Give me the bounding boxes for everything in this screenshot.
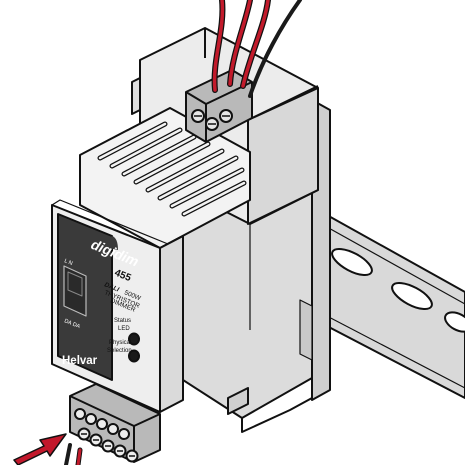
device-top-vents: [79, 107, 251, 249]
terminal-label-top: L N: [63, 258, 73, 267]
plug-wires: [64, 443, 83, 465]
physical-selection-label-1: Physical: [109, 340, 131, 346]
din-rail: [299, 199, 465, 399]
physical-selection-label-2: Selection: [107, 348, 132, 354]
insert-arrow-icon: [13, 433, 67, 465]
plug-terminal: [69, 383, 161, 463]
top-wires: [211, 0, 302, 98]
status-led-label-2: LED: [118, 326, 130, 332]
manufacturer-logo: Helvar: [62, 355, 98, 367]
status-led-label-1: Status: [114, 318, 131, 324]
device-front: [51, 199, 184, 413]
terminal-label-bottom: DA DA: [63, 318, 81, 330]
din-clip: [227, 387, 249, 415]
